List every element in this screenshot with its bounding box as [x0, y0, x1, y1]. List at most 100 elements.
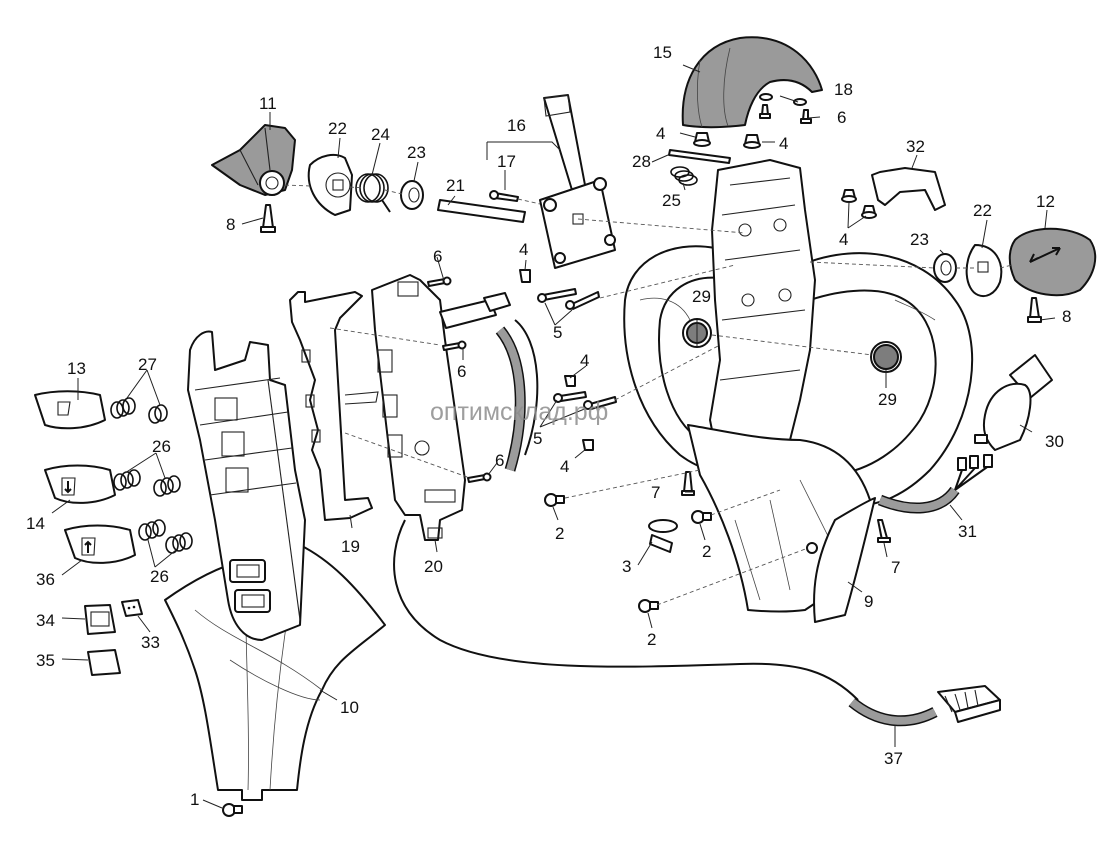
callout-34: 34 [36, 611, 55, 630]
part-button-cap-14 [44, 464, 116, 504]
callout-21: 21 [446, 176, 465, 195]
callout-30: 30 [1045, 432, 1064, 451]
part-right-thumb-knob [1008, 227, 1097, 297]
part-screw-8-left [260, 204, 276, 233]
callout-28: 28 [632, 152, 651, 171]
callout-14: 14 [26, 514, 45, 533]
part-shaft [437, 199, 526, 223]
callout-24: 24 [371, 125, 390, 144]
part-top-cover [681, 36, 823, 129]
callout-8: 8 [226, 215, 235, 234]
part-button-cap-36 [64, 524, 136, 564]
part-side-cover [806, 497, 876, 623]
part-ignition-switch [974, 354, 1053, 451]
part-circuit-board [371, 274, 466, 541]
callout-6: 6 [433, 247, 442, 266]
callout-19: 19 [341, 537, 360, 556]
callout-2: 2 [647, 630, 656, 649]
part-right-seal-ring [933, 253, 957, 283]
part-right-cam [965, 244, 1003, 298]
callout-10: 10 [340, 698, 359, 717]
callout-17: 17 [497, 152, 516, 171]
part-screws-2 [544, 493, 712, 613]
part-left-thumb-knob [211, 124, 296, 196]
callout-4: 4 [580, 351, 589, 370]
callout-36: 36 [36, 570, 55, 589]
part-nuts-4-top [693, 132, 761, 149]
callout-13: 13 [67, 359, 86, 378]
callout-20: 20 [424, 557, 443, 576]
callout-1: 1 [190, 790, 199, 809]
part-cable-tie [648, 519, 678, 553]
callout-12: 12 [1036, 192, 1055, 211]
part-switch-carrier [289, 291, 379, 521]
callout-2: 2 [555, 524, 564, 543]
leader-lines [51, 64, 1056, 809]
callout-4: 4 [779, 134, 788, 153]
callout-3: 3 [622, 557, 631, 576]
part-screws-6-mid [427, 276, 492, 483]
part-plug-29-right [870, 341, 902, 373]
callout-7: 7 [891, 558, 900, 577]
callout-5: 5 [533, 429, 542, 448]
part-nuts-4-mid [519, 269, 594, 451]
part-springs-27 [110, 397, 168, 424]
main-cable-line [393, 519, 859, 701]
callout-16: 16 [507, 116, 526, 135]
callout-25: 25 [662, 191, 681, 210]
callout-7: 7 [651, 483, 660, 502]
callout-6: 6 [837, 108, 846, 127]
part-springs-26-lower [138, 519, 193, 554]
part-label-33 [121, 599, 143, 617]
callout-15: 15 [653, 43, 672, 62]
part-washers-18 [759, 93, 807, 106]
callout-4: 4 [560, 457, 569, 476]
part-handle-column [187, 330, 306, 641]
callout-37: 37 [884, 749, 903, 768]
callout-labels: 1 2 2 2 3 4 4 4 4 4 4 5 5 6 6 6 6 7 7 8 … [26, 43, 1071, 809]
callout-2: 2 [702, 542, 711, 561]
part-pin [668, 149, 731, 164]
callout-22: 22 [973, 201, 992, 220]
part-screw-8-right [1027, 297, 1042, 323]
assembly-lines [284, 184, 1013, 606]
part-screws-6-top [759, 104, 812, 124]
part-lower-housing [164, 544, 386, 801]
part-springs-26-upper [113, 469, 181, 497]
part-switch-cable [877, 454, 993, 514]
callout-9: 9 [864, 592, 873, 611]
callout-5: 5 [553, 323, 562, 342]
part-board-connector [439, 292, 539, 472]
callout-23: 23 [407, 143, 426, 162]
part-handle-body [623, 159, 974, 613]
part-left-cam [307, 153, 353, 216]
callout-6: 6 [495, 451, 504, 470]
callout-35: 35 [36, 651, 55, 670]
part-left-seal-ring [400, 180, 424, 210]
part-nuts-4-right [841, 189, 877, 219]
part-spring-25 [670, 166, 698, 186]
watermark-text: оптимсклад.рф [430, 398, 608, 426]
callout-11: 11 [259, 94, 277, 113]
callout-32: 32 [906, 137, 925, 156]
part-torsion-spring [355, 173, 391, 213]
callout-4: 4 [839, 230, 848, 249]
part-screw-17 [489, 190, 519, 202]
callout-8: 8 [1062, 307, 1071, 326]
part-button-cap-13 [34, 390, 106, 430]
callout-22: 22 [328, 119, 347, 138]
callout-26: 26 [150, 567, 169, 586]
callout-4: 4 [656, 124, 665, 143]
part-bracket-32 [871, 167, 946, 211]
callout-27: 27 [138, 355, 157, 374]
callout-31: 31 [958, 522, 977, 541]
part-button-34 [84, 604, 116, 635]
callout-23: 23 [910, 230, 929, 249]
part-screw-1 [222, 803, 243, 817]
part-screws-5 [537, 288, 617, 410]
callout-29: 29 [878, 390, 897, 409]
callout-4: 4 [519, 240, 528, 259]
part-lever-plate [539, 94, 616, 269]
callout-29: 29 [692, 287, 711, 306]
